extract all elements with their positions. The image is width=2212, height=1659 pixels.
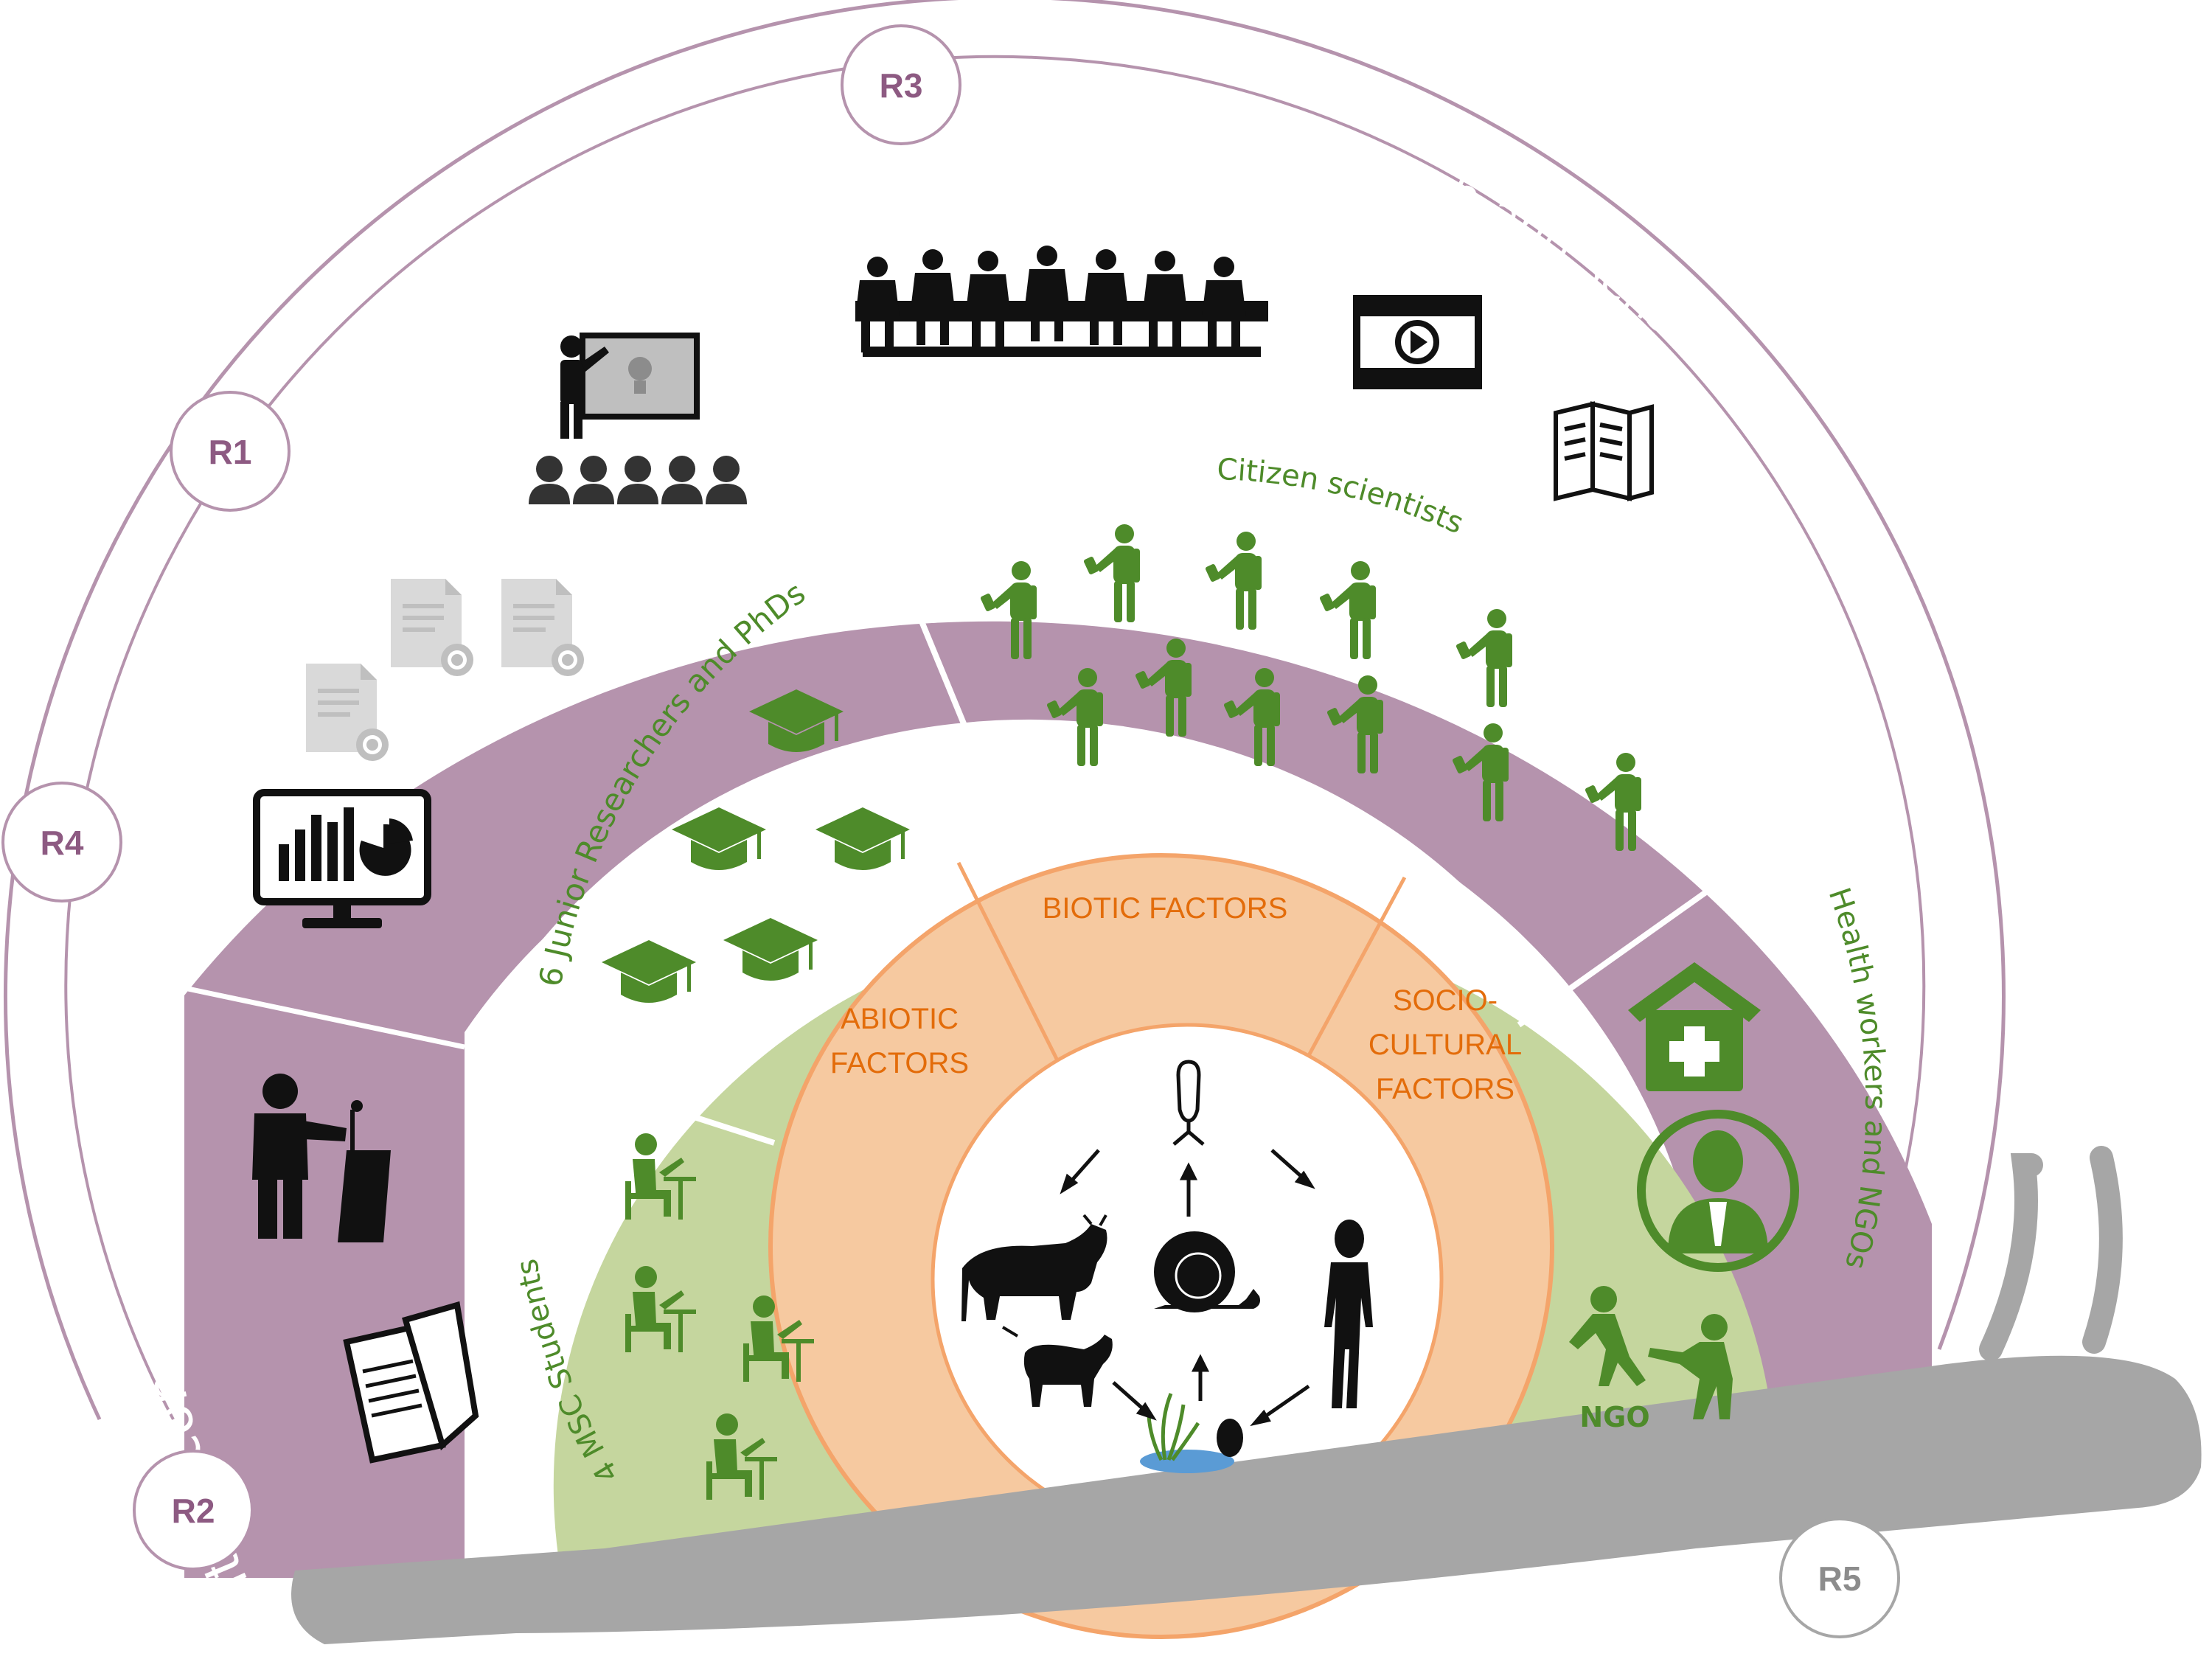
socio-cultural-label-2: CULTURAL [1368,1029,1522,1061]
badge-r1: R1 [170,391,291,512]
cycle-arrows [1060,1149,1315,1427]
chart-monitor-icon [253,789,431,928]
badge-r3: R3 [841,24,961,145]
audience-icon [529,456,747,504]
badge-r4: R4 [1,782,122,902]
snail-icon [1154,1231,1260,1312]
abiotic-factors-label-1: ABIOTIC [841,1003,959,1035]
svg-text:R5: R5 [1818,1559,1862,1598]
doctor-icon [1637,1110,1799,1272]
svg-text:R3: R3 [880,66,923,105]
boardroom-meeting-icon [855,246,1268,357]
schistosome-icon [1172,1060,1205,1146]
ngo-helping-icon [1569,1286,1733,1419]
presenter-icon [560,333,700,439]
ngo-label: NGO [1579,1401,1649,1433]
socio-cultural-label-3: FACTORS [1376,1073,1514,1105]
documents-icon [343,1301,479,1464]
water-plant-icon [1140,1393,1243,1473]
video-play-icon [1353,295,1482,389]
cow-icon [961,1214,1107,1321]
svg-text:R1: R1 [209,433,252,471]
human-icon [1324,1220,1373,1408]
health-clinic-icon [1628,962,1761,1091]
snail-foot [291,1146,2202,1644]
abiotic-factors-label-2: FACTORS [830,1047,969,1079]
purple-band [184,234,1932,1578]
speaker-podium-icon [252,1074,391,1242]
socio-cultural-label-1: SOCIO- [1393,984,1498,1017]
svg-text:R4: R4 [41,824,84,862]
biotic-factors-label: BIOTIC FACTORS [1043,892,1288,925]
svg-text:R2: R2 [172,1492,215,1530]
badge-r2: R2 [133,1450,254,1571]
badge-r5: R5 [1779,1517,1900,1638]
goat-icon [1001,1326,1113,1407]
citizen-scientists-label: Citizen scientists [1217,453,1469,540]
newspaper-icon [1554,401,1654,501]
